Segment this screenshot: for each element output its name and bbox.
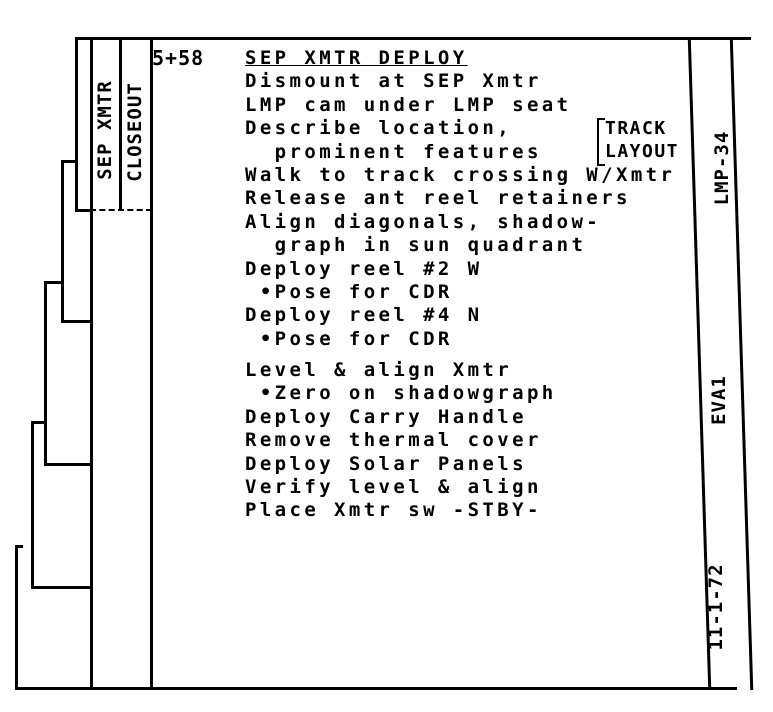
right-border [729, 37, 754, 690]
bracket-line-4-foot [31, 586, 91, 589]
step: LMP cam under LMP seat [245, 93, 572, 116]
step: Level & align Xmtr [245, 359, 513, 382]
step: Release ant reel retainers [245, 187, 631, 210]
time-column-divider [150, 37, 153, 690]
bracket-line-3-head [44, 281, 61, 284]
bottom-border [15, 687, 737, 690]
top-border [75, 37, 751, 40]
section-label: EVA1 [708, 375, 730, 425]
step: •Zero on shadowgraph [245, 382, 557, 405]
step: graph in sun quadrant [245, 234, 587, 257]
step: Align diagonals, shadow- [245, 210, 602, 233]
step: Verify level & align [245, 476, 542, 499]
step: Place Xmtr sw -STBY- [245, 499, 542, 522]
step: Deploy reel #4 N [245, 304, 483, 327]
elapsed-time: 5+58 [152, 46, 205, 70]
label-box-bottom [90, 209, 152, 211]
bracket-line-4-head [31, 421, 44, 424]
step: •Pose for CDR [245, 327, 453, 350]
step: •Pose for CDR [245, 280, 453, 303]
bracket-line-3 [44, 281, 47, 466]
side-label-closeout: CLOSEOUT [124, 82, 146, 182]
bracket-line-2-foot [61, 320, 91, 323]
step: Describe location, [245, 117, 513, 140]
side-label-sep-xmtr: SEP XMTR [94, 80, 116, 180]
step: Dismount at SEP Xmtr [245, 70, 542, 93]
step: Deploy reel #2 W [245, 257, 483, 280]
step: Deploy Solar Panels [245, 452, 527, 475]
bracket-line-4 [31, 421, 34, 589]
note-track: TRACK [605, 118, 667, 139]
bracket-line-5-head [15, 545, 23, 548]
label-column-divider [119, 37, 122, 210]
checklist-steps: SEP XMTR DEPLOY Dismount at SEP Xmtr LMP… [245, 47, 675, 523]
step: Walk to track crossing W/Xmtr [245, 163, 676, 186]
bracket-line-3-foot [44, 463, 91, 466]
left-column-divider [90, 37, 93, 690]
note-bracket [597, 118, 605, 166]
section-title: SEP XMTR DEPLOY [245, 47, 468, 69]
page-number-label: LMP-34 [711, 130, 733, 206]
note-layout: LAYOUT [605, 141, 680, 162]
bracket-line-1 [75, 37, 78, 212]
bracket-line-2 [61, 160, 64, 322]
date-label: 11-1-72 [705, 563, 727, 651]
step: Deploy Carry Handle [245, 405, 527, 428]
step: Remove thermal cover [245, 429, 542, 452]
bracket-line-1-foot [75, 209, 91, 212]
bracket-line-2-head [61, 160, 75, 163]
step: prominent features [245, 140, 542, 163]
bracket-line-5 [15, 545, 18, 690]
